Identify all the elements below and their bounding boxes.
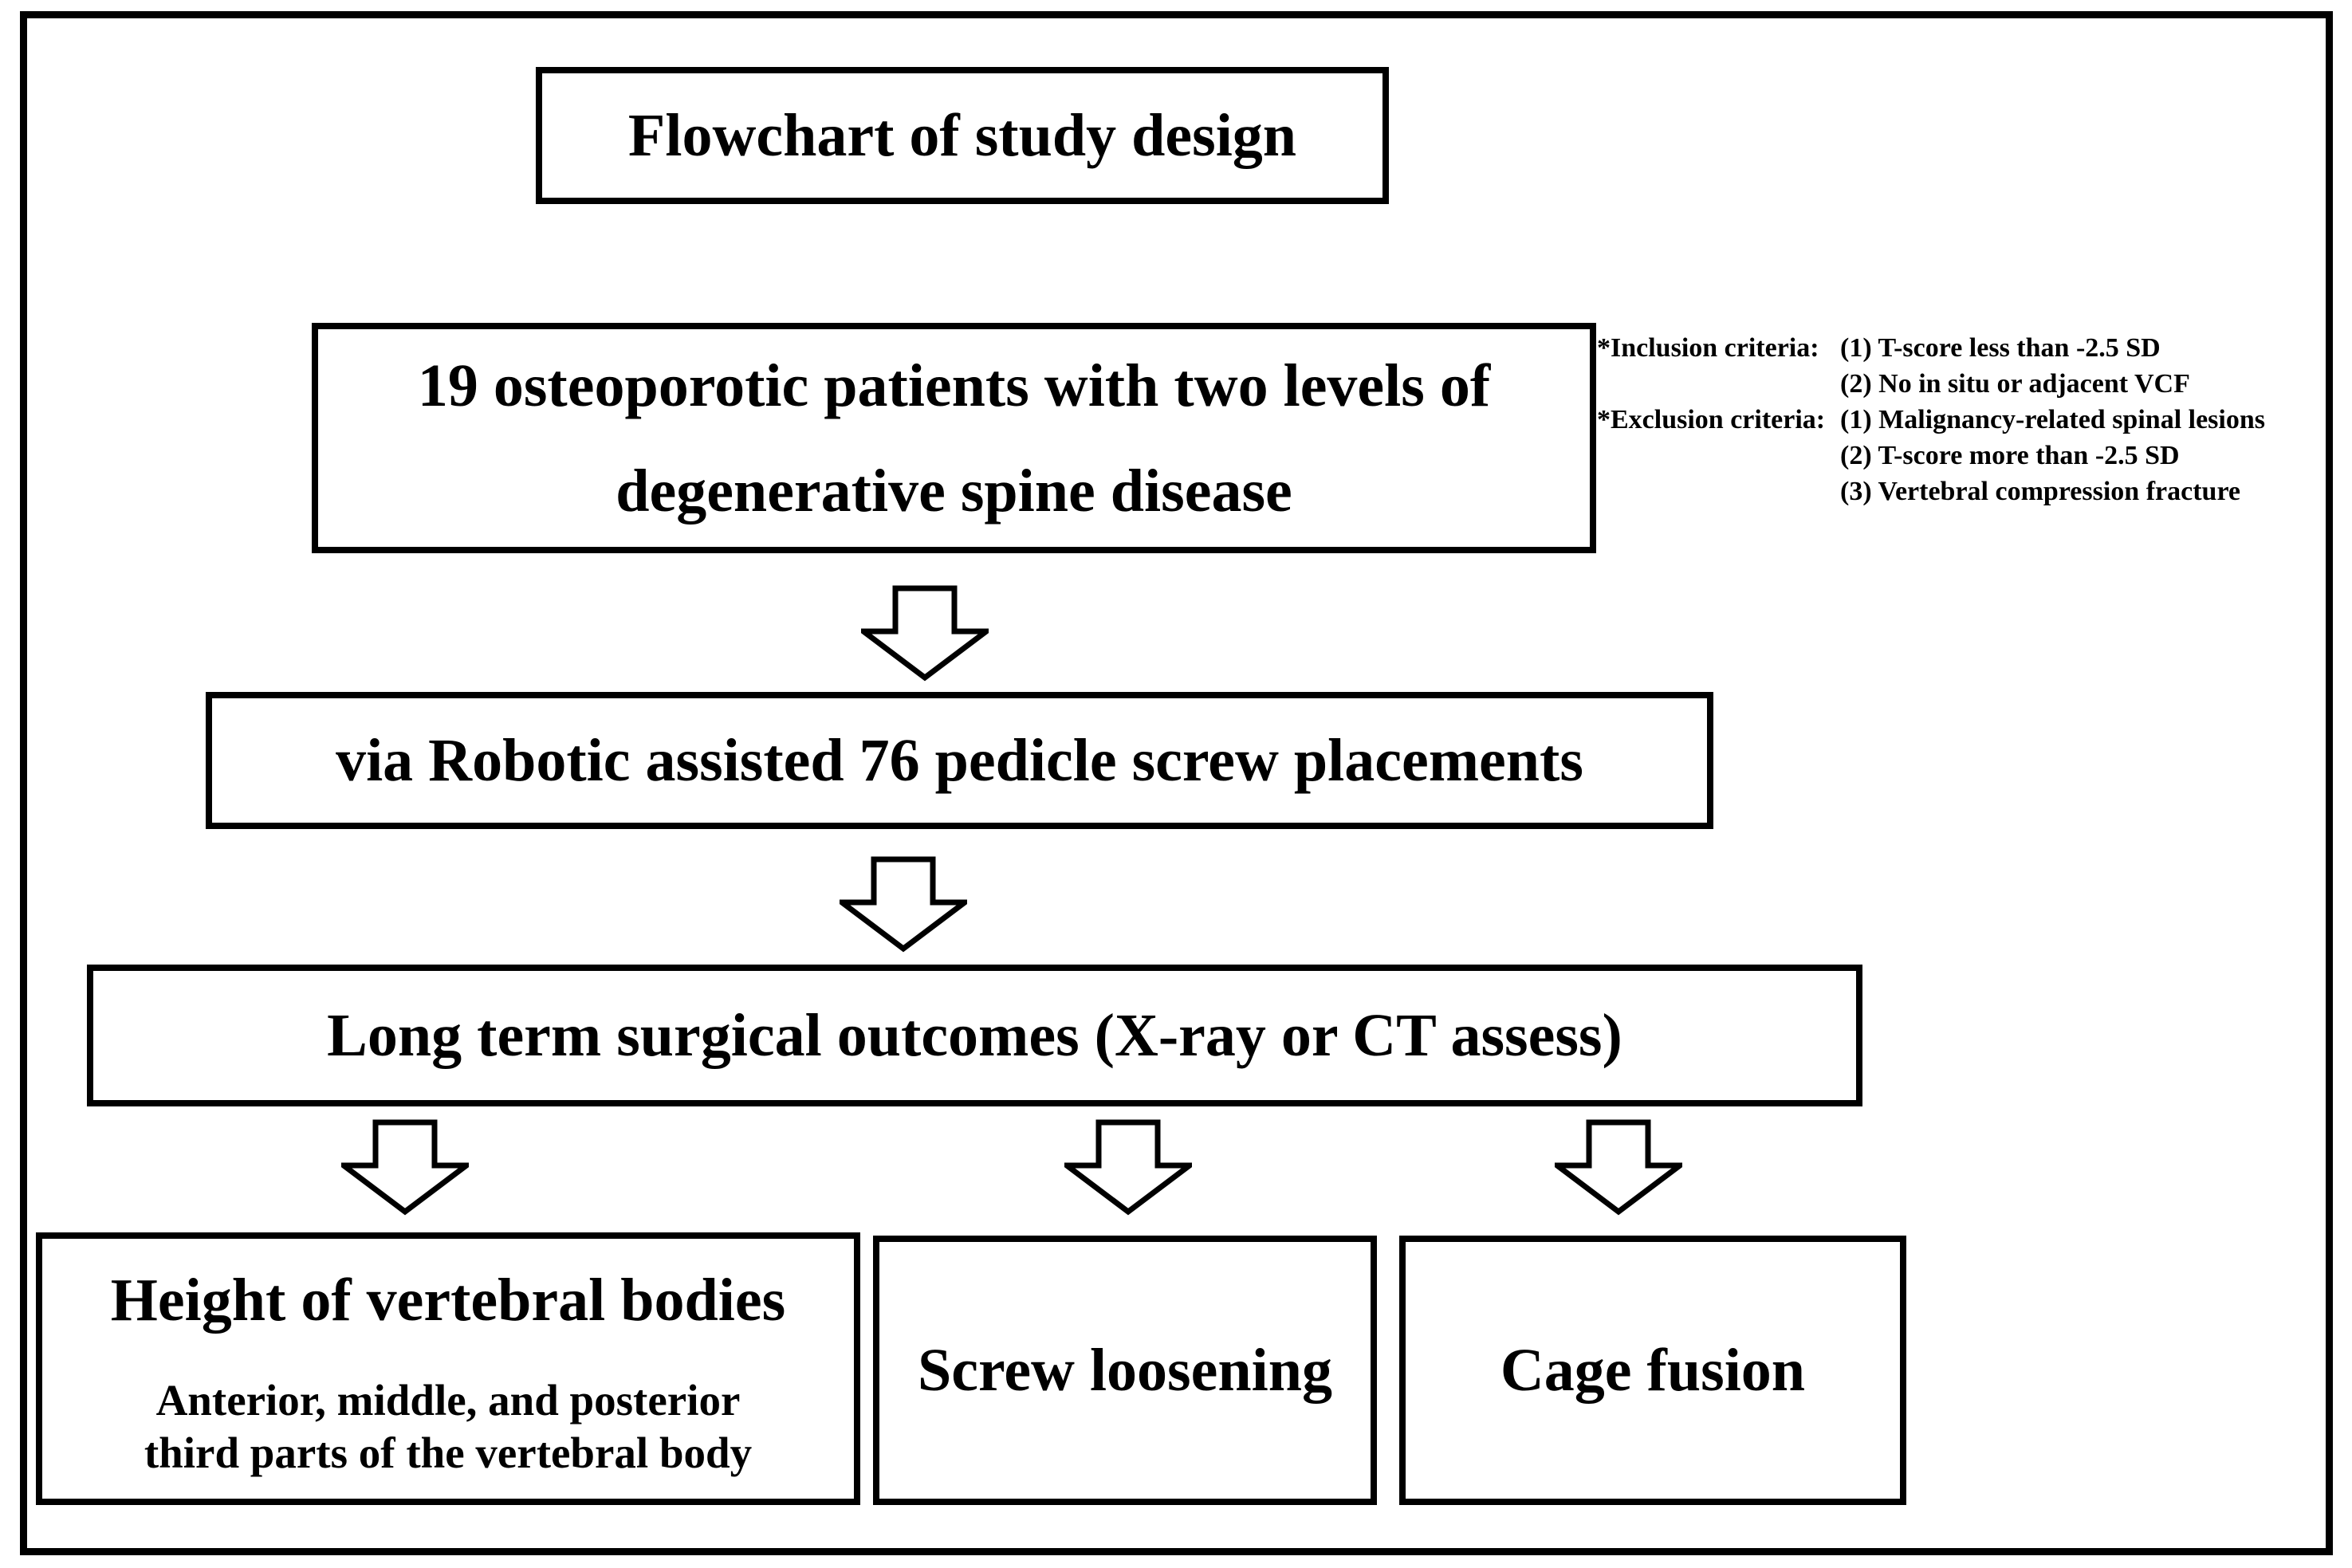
height-node-subtext: Anterior, middle, and posterior third pa… [144, 1374, 752, 1480]
inclusion-item-1: (1) T-score less than -2.5 SD [1840, 333, 2161, 363]
exclusion-item-3: (3) Vertebral compression fracture [1840, 477, 2241, 506]
criteria-line: *Inclusion criteria: (1) T-score less th… [1597, 330, 2334, 366]
patients-node-line2: degenerative spine disease [616, 457, 1292, 525]
outcomes-node: Long term surgical outcomes (X-ray or CT… [87, 965, 1862, 1106]
exclusion-item-1: (1) Malignancy-related spinal lesions [1840, 405, 2265, 434]
outcomes-node-label: Long term surgical outcomes (X-ray or CT… [327, 1001, 1622, 1069]
criteria-line: (3) Vertebral compression fracture [1597, 474, 2334, 509]
patients-node: 19 osteoporotic patients with two levels… [312, 323, 1596, 553]
down-arrow-icon [1555, 1119, 1682, 1216]
criteria-line: (2) No in situ or adjacent VCF [1597, 366, 2334, 402]
exclusion-item-2: (2) T-score more than -2.5 SD [1840, 441, 2180, 470]
exclusion-criteria-label: *Exclusion criteria: [1597, 405, 1826, 434]
criteria-line: (2) T-score more than -2.5 SD [1597, 438, 2334, 474]
procedure-node: via Robotic assisted 76 pedicle screw pl… [206, 692, 1713, 829]
down-arrow-icon [1064, 1119, 1192, 1216]
screw-loosening-label: Screw loosening [917, 1336, 1333, 1404]
patients-node-line1: 19 osteoporotic patients with two levels… [417, 352, 1491, 419]
down-arrow-icon [861, 585, 989, 682]
procedure-node-label: via Robotic assisted 76 pedicle screw pl… [336, 726, 1583, 794]
height-node-subtext-line1: Anterior, middle, and posterior [155, 1376, 741, 1425]
cage-fusion-node: Cage fusion [1399, 1236, 1906, 1505]
screw-loosening-node: Screw loosening [873, 1236, 1377, 1505]
down-arrow-icon [341, 1119, 469, 1216]
title-box: Flowchart of study design [536, 67, 1389, 204]
down-arrow-icon [840, 856, 967, 953]
criteria-line: *Exclusion criteria: (1) Malignancy-rela… [1597, 402, 2334, 438]
height-of-vertebral-bodies-node: Height of vertebral bodies Anterior, mid… [36, 1232, 860, 1505]
inclusion-criteria-label: *Inclusion criteria: [1597, 333, 1819, 363]
height-node-heading: Height of vertebral bodies [110, 1267, 786, 1334]
cage-fusion-label: Cage fusion [1500, 1336, 1806, 1404]
criteria-note: *Inclusion criteria: (1) T-score less th… [1597, 330, 2334, 509]
inclusion-item-2: (2) No in situ or adjacent VCF [1840, 369, 2190, 399]
height-node-subtext-line2: third parts of the vertebral body [144, 1428, 753, 1477]
page-title: Flowchart of study design [627, 101, 1297, 169]
